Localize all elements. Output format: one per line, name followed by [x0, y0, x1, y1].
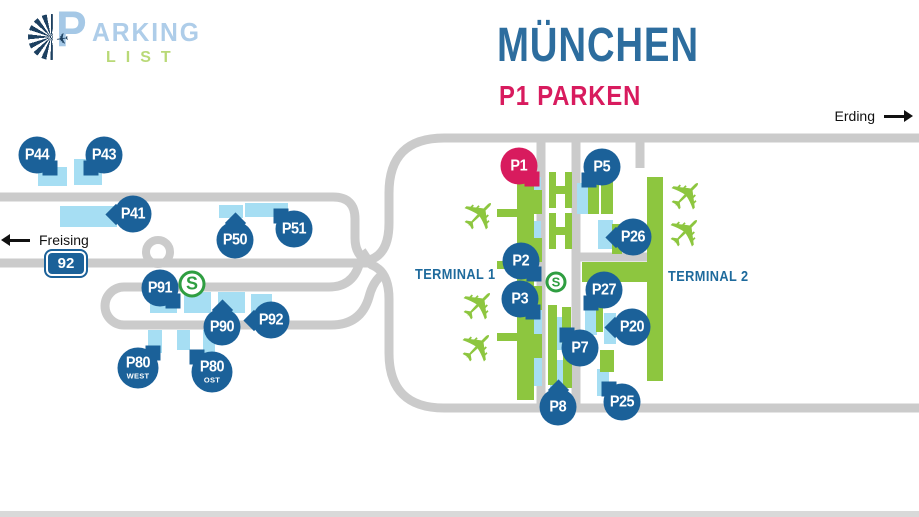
marker-p43[interactable]: P43: [83, 136, 123, 176]
marker-label: P26: [620, 228, 646, 245]
direction-sign-freising: Freising: [1, 232, 89, 248]
marker-label: P7: [571, 339, 589, 356]
marker-tail: [525, 304, 541, 320]
marker-p50[interactable]: P50: [216, 212, 254, 259]
marker-p91[interactable]: P91: [141, 269, 181, 309]
marker-tail: [524, 171, 540, 187]
south-parking-loop: [100, 248, 386, 330]
page-subtitle: P1 PARKEN: [499, 80, 642, 111]
marker-tail: [559, 327, 575, 343]
marker-p90[interactable]: P90: [203, 299, 241, 346]
marker-p3[interactable]: P3: [501, 280, 541, 320]
marker-label: P2: [512, 252, 530, 269]
marker-label: P3: [511, 290, 529, 307]
marker-p5[interactable]: P5: [581, 148, 621, 188]
marker-label: P25: [609, 393, 635, 410]
sbahn-station-icon: S: [178, 270, 206, 298]
marker-tail: [145, 345, 161, 361]
marker-label: P41: [120, 205, 146, 222]
marker-label: P43: [91, 146, 117, 163]
marker-label: P91: [147, 279, 173, 296]
marker-label: P92: [258, 311, 284, 328]
marker-tail: [189, 349, 205, 365]
marker-label: P80: [125, 354, 151, 372]
marker-label: P44: [24, 146, 50, 163]
marker-p25[interactable]: P25: [601, 381, 641, 421]
direction-label: Erding: [834, 108, 875, 124]
arrow-left-icon: [1, 233, 30, 246]
marker-p44[interactable]: P44: [18, 136, 58, 176]
marker-label: P8: [549, 398, 567, 415]
marker-label: P50: [222, 231, 248, 248]
marker-tail: [526, 266, 542, 282]
marker-label: P51: [281, 220, 307, 237]
marker-tail: [581, 172, 597, 188]
marker-tail: [583, 295, 599, 311]
arrow-right-icon: [884, 109, 913, 122]
logo-plane-icon: ✈: [54, 30, 70, 49]
marker-label: P1: [510, 157, 528, 174]
bottom-road-edge: [0, 511, 919, 517]
road-92-badge: 92: [46, 251, 86, 276]
marker-label: P20: [619, 318, 645, 335]
terminal-2-label: TERMINAL 2: [668, 268, 749, 285]
marker-p8[interactable]: P8: [539, 379, 577, 426]
page-title: MÜNCHEN: [497, 19, 699, 72]
marker-p41[interactable]: P41: [105, 195, 152, 233]
marker-tail: [165, 293, 181, 309]
marker-sublabel: WEST: [126, 371, 150, 381]
marker-p7[interactable]: P7: [559, 327, 599, 367]
roundabout: [142, 236, 174, 268]
marker-p2[interactable]: P2: [502, 242, 542, 282]
parking-list-logo[interactable]: P ✈ ARKING LIST: [26, 1, 216, 72]
marker-tail: [42, 160, 58, 176]
marker-tail: [273, 208, 289, 224]
logo-wordmark-sub: LIST: [106, 49, 181, 66]
marker-label: P80: [199, 358, 225, 376]
terminal-1-label: TERMINAL 1: [415, 266, 496, 283]
logo-p-letter: P: [56, 1, 87, 57]
marker-label: P5: [593, 158, 611, 175]
sbahn-station-icon: S: [545, 271, 567, 293]
marker-label: P90: [209, 318, 235, 335]
marker-p1[interactable]: P1: [500, 147, 540, 187]
marker-p20[interactable]: P20: [604, 308, 651, 346]
direction-sign-erding: Erding: [780, 108, 913, 124]
marker-p92[interactable]: P92: [243, 301, 290, 339]
marker-label: P27: [591, 281, 617, 298]
marker-sublabel: OST: [203, 375, 221, 385]
marker-p27[interactable]: P27: [583, 271, 623, 311]
marker-tail: [83, 160, 99, 176]
direction-label: Freising: [39, 232, 89, 248]
logo-wordmark: ARKING: [92, 17, 201, 47]
marker-p26[interactable]: P26: [605, 218, 652, 256]
marker-p51[interactable]: P51: [273, 208, 313, 248]
marker-tail: [601, 381, 617, 397]
